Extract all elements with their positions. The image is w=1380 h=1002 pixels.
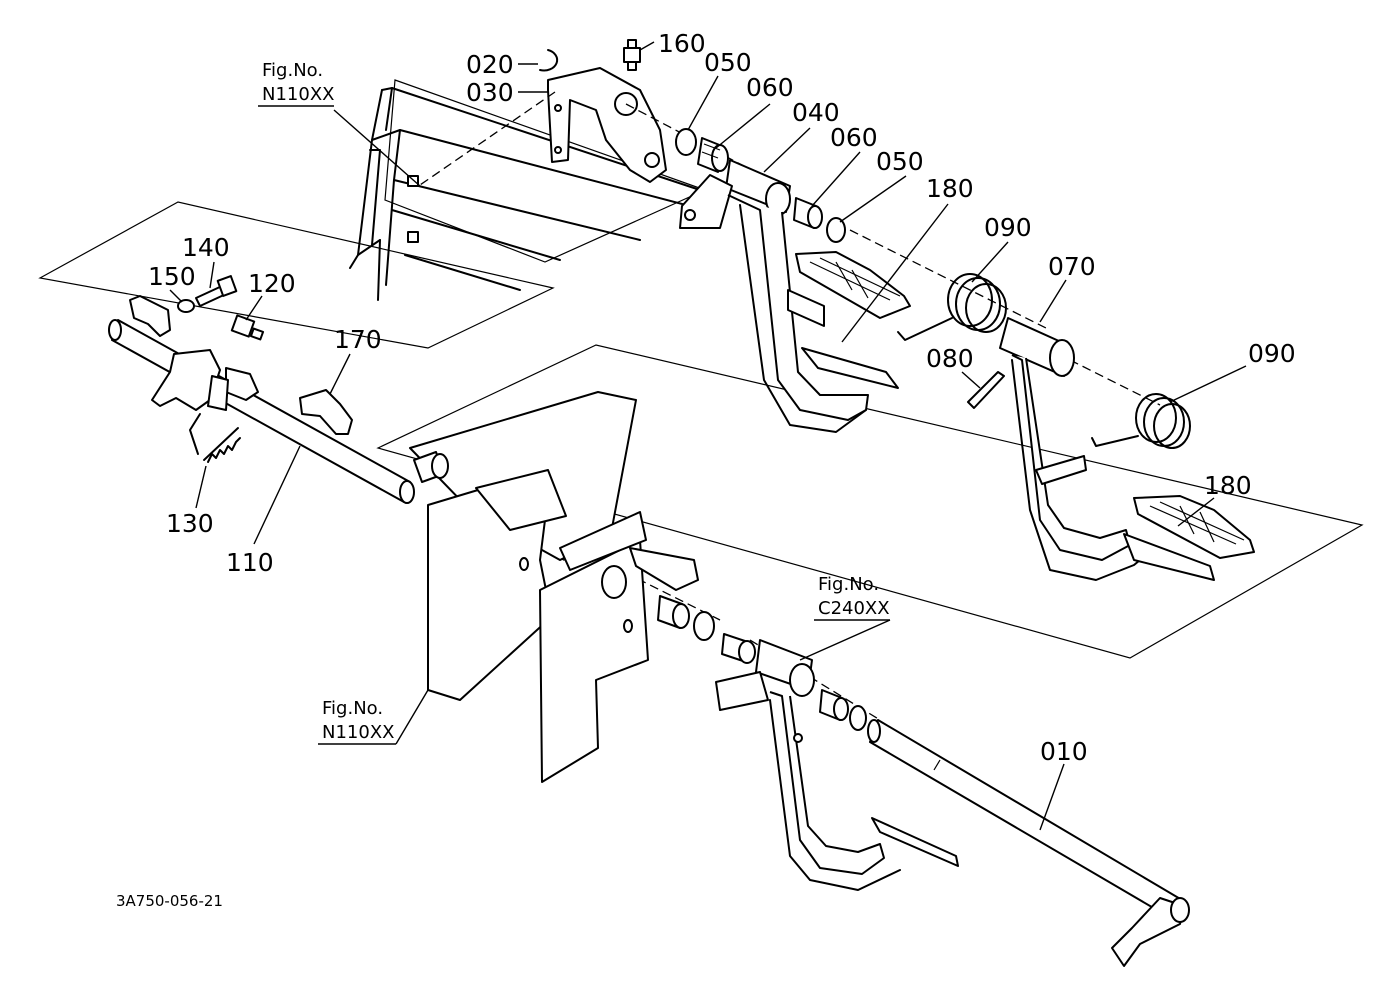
spring-pin-080: [967, 371, 1005, 409]
leader-lines: [169, 41, 1247, 831]
label-090-lower: 090: [1248, 339, 1296, 368]
pedal-pad-180-upper: [795, 251, 911, 319]
upper-chassis-frame: [349, 87, 706, 301]
label-170: 170: [334, 325, 382, 354]
snap-ring-020: [539, 49, 559, 72]
lower-mount-plate: [409, 391, 699, 783]
bolt-140: [195, 275, 238, 307]
label-180-lower: 180: [1204, 471, 1252, 500]
bushing-050-upper: [675, 128, 697, 156]
label-050-upper: 050: [704, 48, 752, 77]
center-frame-boundary: [376, 344, 1364, 659]
label-180-upper: 180: [926, 174, 974, 203]
label-110: 110: [226, 548, 274, 577]
fig-ref-lower-code: N110XX: [322, 722, 394, 743]
needle-bearing-060-upper: [697, 137, 729, 173]
label-080: 080: [926, 344, 974, 373]
fig-ref-lower-title: Fig.No.: [322, 698, 383, 719]
label-060-lower: 060: [830, 123, 878, 152]
label-040: 040: [792, 98, 840, 127]
bushing-lower-shaft-1: [693, 611, 715, 641]
upper-chassis-boundary: [384, 79, 707, 263]
fig-ref-middle-code: C240XX: [818, 598, 890, 619]
pedal-shaft-010: [867, 719, 1190, 967]
cross-shaft-110: [108, 295, 415, 504]
extension-spring-130: [189, 413, 241, 463]
label-140: 140: [182, 233, 230, 262]
label-050-lower: 050: [876, 147, 924, 176]
bushing-lower-pedal-1: [819, 689, 849, 721]
label-030: 030: [466, 78, 514, 107]
washer-150: [177, 299, 195, 313]
fig-ref-upper-code: N110XX: [262, 84, 334, 105]
needle-bearing-lower-plate: [413, 451, 449, 483]
pedal-pad-180-lower: [1133, 495, 1255, 559]
torsion-spring-090-upper: [897, 273, 1007, 341]
bushing-lower-shaft-2: [721, 633, 756, 664]
lever-grip-170: [299, 389, 353, 435]
bracket-030: [547, 67, 667, 183]
label-120: 120: [248, 269, 296, 298]
bushing-050-lower: [826, 217, 846, 243]
upper-left-frame-boundary: [38, 201, 555, 349]
label-020: 020: [466, 50, 514, 79]
label-150: 150: [148, 262, 196, 291]
torsion-spring-090-lower: [1091, 393, 1191, 449]
label-010: 010: [1040, 737, 1088, 766]
grease-fitting-120: [230, 314, 265, 341]
fig-ref-upper-title: Fig.No.: [262, 60, 323, 81]
fig-ref-middle-title: Fig.No.: [818, 574, 879, 595]
needle-bearing-lower-shaft: [657, 595, 690, 629]
drawing-code: 3A750-056-21: [116, 892, 223, 910]
bushing-lower-pedal-2: [849, 705, 867, 731]
label-070: 070: [1048, 252, 1096, 281]
brake-pedal-040: [679, 159, 899, 433]
lower-brake-pedal: [715, 639, 959, 891]
label-060-upper: 060: [746, 73, 794, 102]
clutch-pedal-070: [999, 317, 1215, 581]
label-090-upper: 090: [984, 213, 1032, 242]
label-160: 160: [658, 29, 706, 58]
label-130: 130: [166, 509, 214, 538]
needle-bearing-060-lower: [793, 197, 823, 229]
grease-fitting-160: [623, 39, 641, 71]
